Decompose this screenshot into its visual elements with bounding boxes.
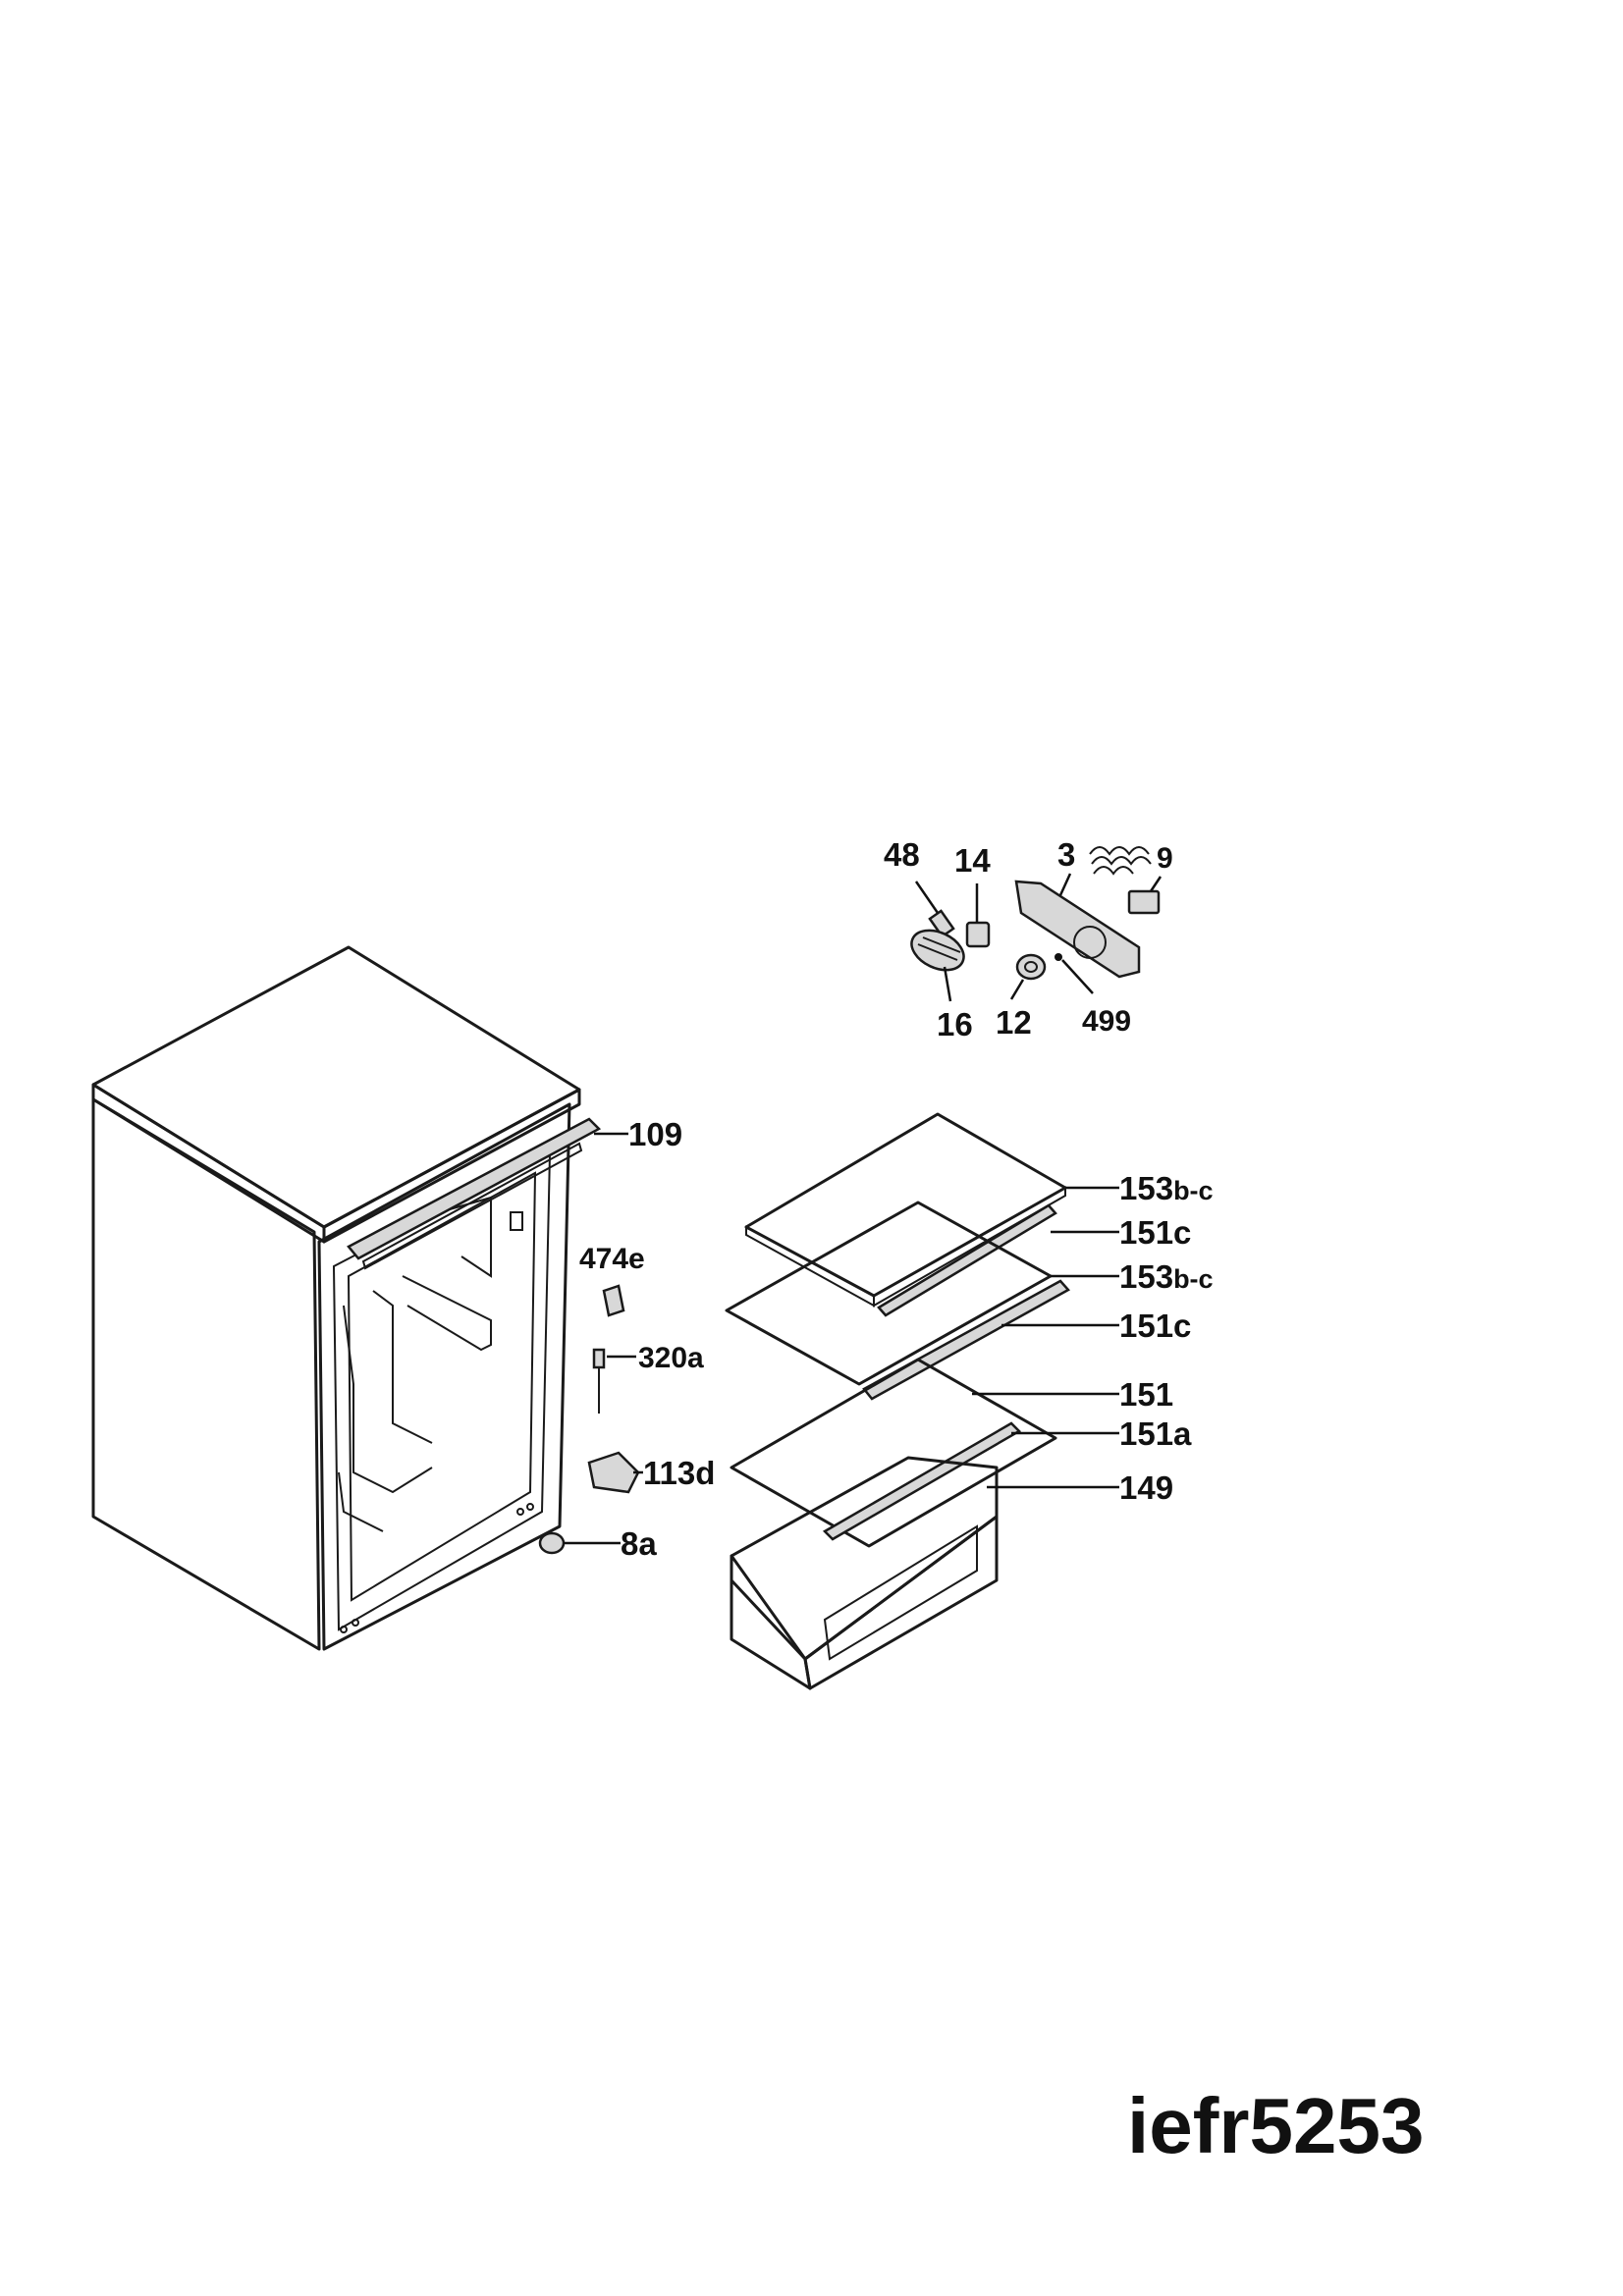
callout-153b-c-lower: 153b-c: [1119, 1258, 1214, 1295]
callout-12: 12: [996, 1004, 1032, 1041]
callout-499: 499: [1082, 1005, 1131, 1038]
callout-151c-upper: 151c: [1119, 1214, 1191, 1251]
callout-48: 48: [884, 836, 920, 873]
callout-16: 16: [937, 1006, 973, 1042]
callout-474e: 474e: [579, 1243, 645, 1275]
callout-8a: 8a: [621, 1525, 657, 1562]
model-code: iefr5253: [1127, 2082, 1424, 2169]
thermostat-assembly: [910, 846, 1161, 981]
callout-9: 9: [1157, 842, 1173, 875]
callout-113d: 113d: [643, 1455, 715, 1491]
callout-149: 149: [1119, 1469, 1173, 1506]
callout-labels: 48 14 3 9 16 12 499 109 474e 320a 113d 8…: [579, 836, 1424, 2169]
callout-151: 151: [1119, 1376, 1173, 1413]
refrigerator-cabinet: [91, 945, 602, 1651]
callout-320a: 320a: [638, 1342, 704, 1374]
shelves-and-crisper: [725, 1112, 1070, 1690]
callout-14: 14: [954, 842, 991, 879]
callout-109: 109: [628, 1116, 682, 1152]
callout-3: 3: [1057, 836, 1075, 873]
loose-parts: [538, 1284, 640, 1555]
callout-151a: 151a: [1119, 1415, 1192, 1452]
leader-lines: [564, 873, 1163, 1545]
callout-151c-lower: 151c: [1119, 1308, 1191, 1344]
callout-153b-c-upper: 153b-c: [1119, 1170, 1214, 1206]
